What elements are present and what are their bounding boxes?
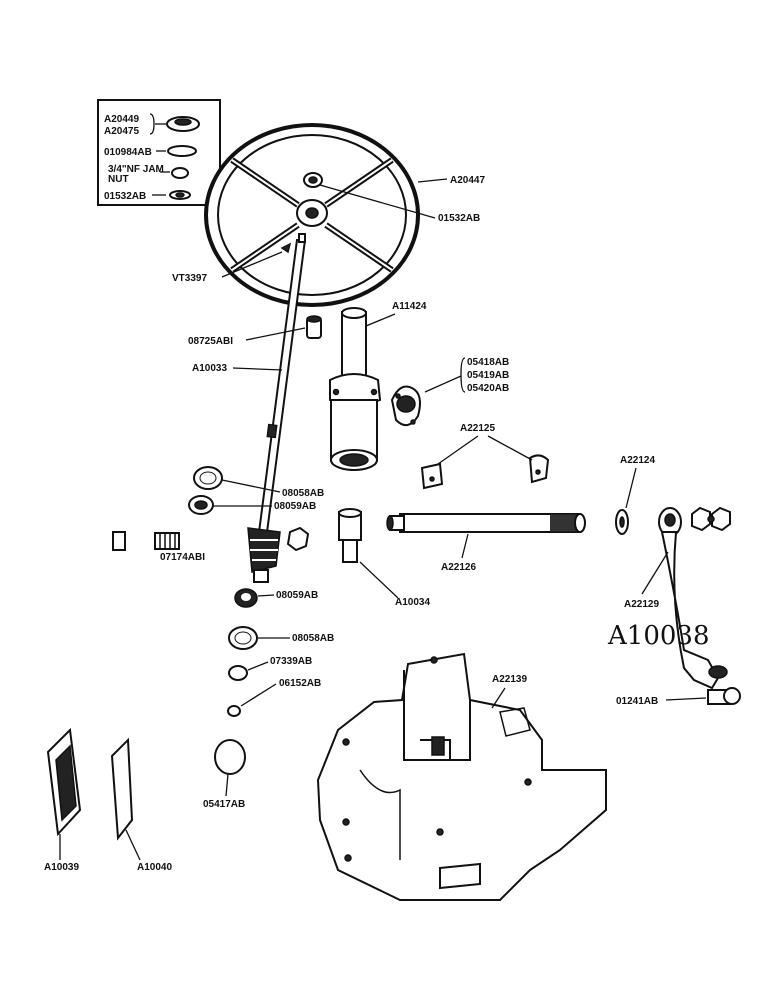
label-vt3397: VT3397 bbox=[172, 273, 207, 284]
label-01532ab-inset: 01532AB bbox=[104, 191, 146, 202]
label-07339ab: 07339AB bbox=[270, 656, 312, 667]
label-05419ab: 05419AB bbox=[467, 370, 509, 381]
cover-a10039 bbox=[46, 727, 82, 837]
label-08059ab-top: 08059AB bbox=[274, 501, 316, 512]
label-08059ab: 08059AB bbox=[276, 590, 318, 601]
label-a22139: A22139 bbox=[492, 674, 527, 685]
label-01241ab: 01241AB bbox=[616, 696, 658, 707]
label-08058ab: 08058AB bbox=[292, 633, 334, 644]
label-a10040: A10040 bbox=[137, 862, 172, 873]
pitman-arm bbox=[658, 506, 731, 690]
shim-07339ab bbox=[228, 665, 248, 681]
label-a20475: A20475 bbox=[104, 126, 139, 137]
gasket-05418ab bbox=[390, 385, 421, 427]
bearing-cone-lower bbox=[234, 588, 258, 608]
bearing-cup-lower bbox=[228, 626, 258, 650]
ball-stud bbox=[707, 687, 741, 705]
label-01532ab: 01532AB bbox=[438, 213, 480, 224]
label-a22124: A22124 bbox=[620, 455, 655, 466]
cap-05417ab bbox=[214, 739, 246, 775]
label-07174abi: 07174ABI bbox=[160, 552, 205, 563]
ring-06152ab bbox=[227, 705, 241, 717]
label-jam-nut-1: 3/4"NF JAM bbox=[108, 164, 164, 175]
label-010984ab: 010984AB bbox=[104, 147, 152, 158]
label-a10039: A10039 bbox=[44, 862, 79, 873]
label-a22129: A22129 bbox=[624, 599, 659, 610]
label-05417ab: 05417AB bbox=[203, 799, 245, 810]
label-jam-nut-2: NUT bbox=[108, 174, 129, 185]
label-08725abi: 08725ABI bbox=[188, 336, 233, 347]
label-a20449: A20449 bbox=[104, 114, 139, 125]
steering-wheel bbox=[204, 123, 420, 307]
label-a22126: A22126 bbox=[441, 562, 476, 573]
gasket-a10040 bbox=[110, 737, 134, 841]
sector-a10034 bbox=[338, 508, 362, 563]
steering-housing bbox=[316, 652, 607, 901]
bushing-08725abi bbox=[306, 315, 322, 339]
column-tube bbox=[329, 307, 382, 471]
blocks-a22125 bbox=[420, 454, 550, 490]
bearing-cup-top bbox=[193, 466, 223, 490]
label-a10038: A10038 bbox=[607, 621, 710, 651]
nut-right-of-worm bbox=[286, 526, 310, 552]
label-08058ab-top: 08058AB bbox=[282, 488, 324, 499]
bearing-cone-top bbox=[188, 495, 214, 515]
label-06152ab: 06152AB bbox=[279, 678, 321, 689]
label-a10034: A10034 bbox=[395, 597, 430, 608]
label-a20447: A20447 bbox=[450, 175, 485, 186]
label-a11424: A11424 bbox=[392, 301, 427, 312]
inset-box: A20449 A20475 010984AB 3/4"NF JAM NUT 01… bbox=[97, 99, 221, 206]
label-a10033: A10033 bbox=[192, 363, 227, 374]
label-05420ab: 05420AB bbox=[467, 383, 509, 394]
cross-shaft bbox=[386, 513, 586, 533]
adjuster-07174abi bbox=[112, 531, 180, 551]
label-05418ab: 05418AB bbox=[467, 357, 509, 368]
label-a22125: A22125 bbox=[460, 423, 495, 434]
worm-gear bbox=[247, 527, 281, 583]
washer-a22124 bbox=[615, 509, 629, 535]
